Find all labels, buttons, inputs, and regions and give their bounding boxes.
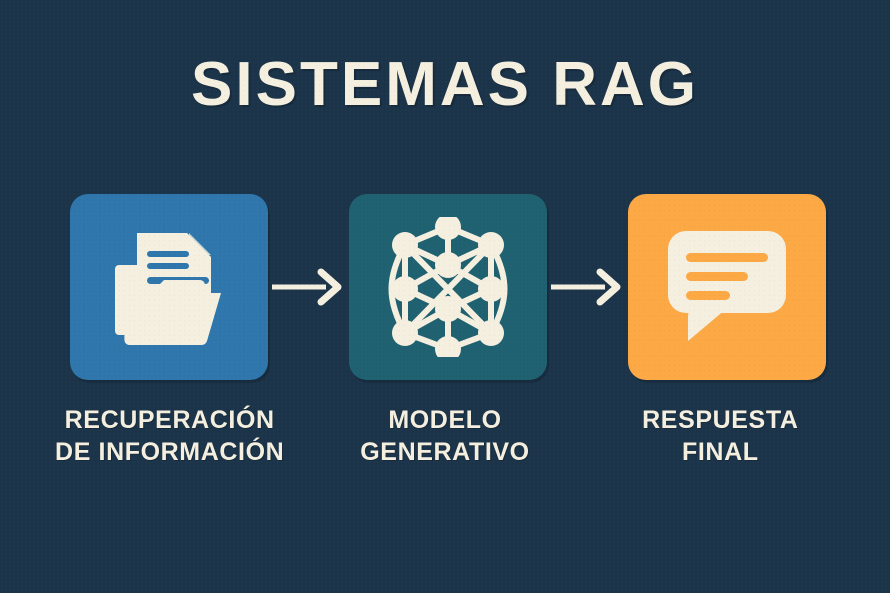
arrow-1 bbox=[270, 267, 348, 307]
caption-retrieval-line2: DE INFORMACIÓN bbox=[55, 438, 285, 466]
stage-final-answer[interactable] bbox=[628, 194, 826, 380]
arrow-right-icon bbox=[271, 268, 346, 306]
model-icon-box[interactable] bbox=[349, 194, 547, 380]
arrow-right-icon bbox=[550, 268, 625, 306]
arrow-2 bbox=[549, 267, 627, 307]
caption-model-line1: MODELO bbox=[388, 406, 502, 434]
answer-icon-box[interactable] bbox=[628, 194, 826, 380]
caption-retrieval-line1: RECUPERACIÓN bbox=[64, 406, 275, 434]
stage-generative-model[interactable] bbox=[349, 194, 547, 380]
rag-pipeline bbox=[70, 194, 826, 380]
folder-document-icon bbox=[105, 227, 233, 347]
caption-model-line2: GENERATIVO bbox=[360, 438, 530, 466]
caption-retrieval: RECUPERACIÓN DE INFORMACIÓN bbox=[32, 404, 307, 494]
neural-network-icon bbox=[383, 217, 513, 357]
caption-answer-line2: FINAL bbox=[682, 438, 759, 466]
caption-generative-model: MODELO GENERATIVO bbox=[307, 404, 582, 494]
caption-final-answer: RESPUESTA FINAL bbox=[583, 404, 858, 494]
page-title: SISTEMAS RAG bbox=[191, 50, 699, 119]
caption-answer-line1: RESPUESTA bbox=[642, 406, 799, 434]
speech-bubble-icon bbox=[666, 229, 788, 345]
stage-retrieval[interactable] bbox=[70, 194, 268, 380]
retrieval-icon-box[interactable] bbox=[70, 194, 268, 380]
stage-captions: RECUPERACIÓN DE INFORMACIÓN MODELO GENER… bbox=[0, 404, 890, 494]
